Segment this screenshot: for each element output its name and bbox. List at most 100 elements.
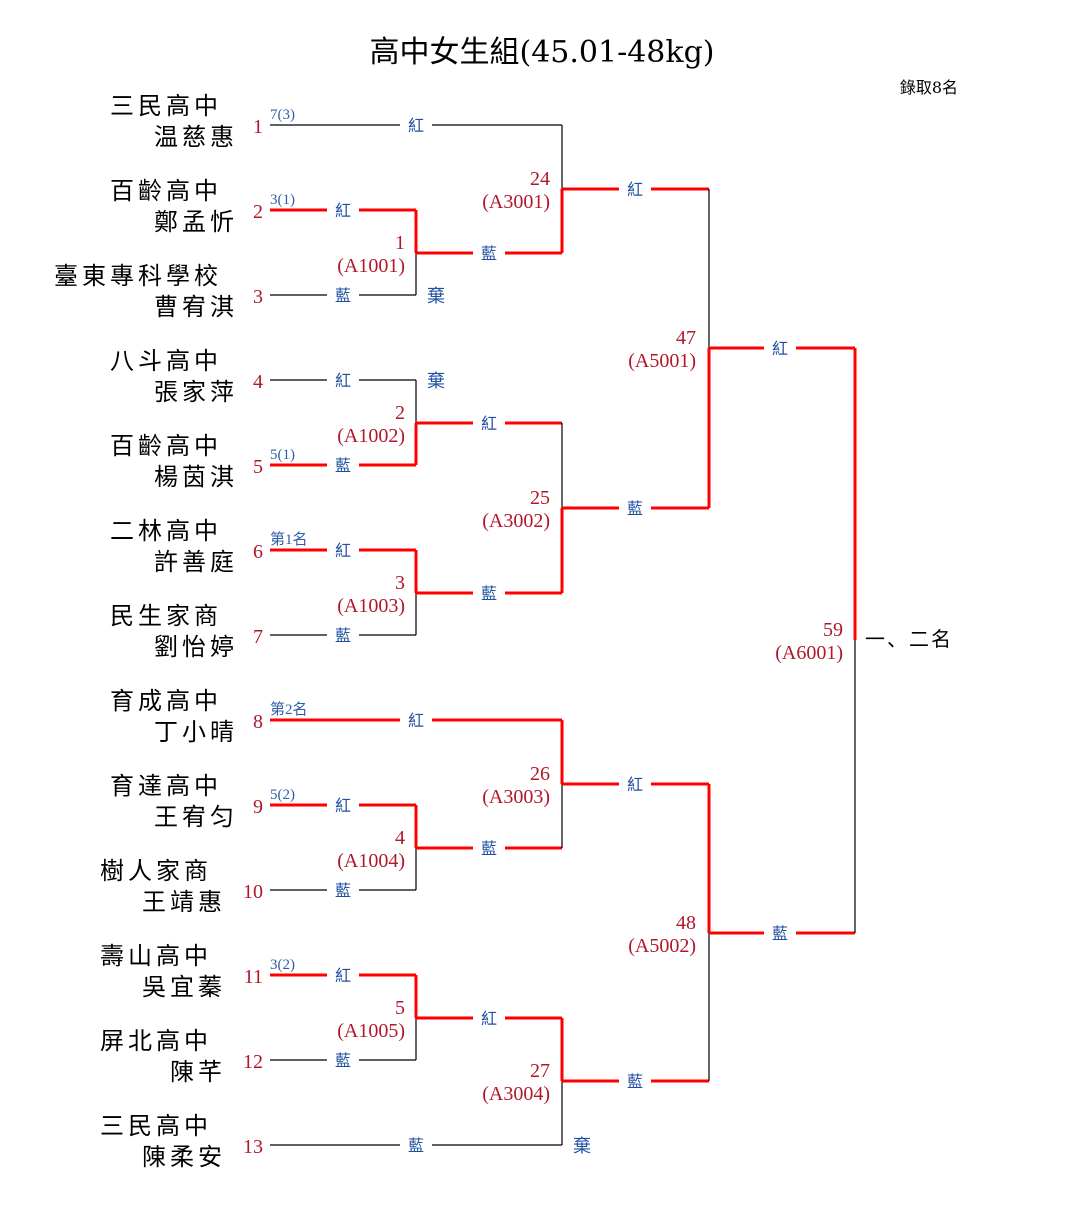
corner-label: 紅 [627,180,643,199]
entrant-number: 7 [253,626,263,648]
match-code: (A1002) [337,425,405,447]
forfeit-label: 棄 [573,1136,591,1157]
entrant-number: 11 [244,966,263,988]
corner-label: 藍 [481,584,497,603]
label-backdrop [764,924,796,946]
entrant-name: 王宥匀 [154,803,238,831]
quota-label: 錄取8名 [900,78,958,97]
match-code: (A1001) [337,255,405,277]
entrant-school: 壽山高中 [100,942,212,970]
corner-label: 紅 [408,711,424,730]
entrant-number: 3 [253,286,263,308]
entrant-name: 陳柔安 [142,1143,226,1171]
label-backdrop [764,339,796,361]
corner-label: 藍 [335,626,351,645]
corner-label: 藍 [627,1072,643,1091]
corner-label: 藍 [408,1136,424,1155]
entrant-school: 百齡高中 [110,177,222,205]
match-number: 25 [530,487,550,509]
corner-label: 紅 [335,371,351,390]
match-number: 3 [395,572,405,594]
label-backdrop [400,711,432,733]
entrant-school: 民生家商 [110,602,222,630]
entrant-name: 許善庭 [154,548,238,576]
corner-label: 藍 [627,499,643,518]
match-code: (A5001) [628,350,696,372]
entrant-seed: 第1名 [270,530,308,548]
match-code: (A5002) [628,935,696,957]
match-number: 47 [676,327,696,349]
entrant-number: 4 [253,371,263,393]
label-backdrop [400,1136,432,1158]
match-code: (A1005) [337,1020,405,1042]
label-backdrop [473,414,505,436]
match-number: 59 [823,619,843,641]
label-backdrop [327,201,359,223]
label-backdrop [327,881,359,903]
entrant-name: 吳宜蓁 [142,973,226,1001]
label-backdrop [619,775,651,797]
label-backdrop [327,286,359,308]
match-code: (A3004) [482,1083,550,1105]
entrant-seed: 7(3) [270,107,295,123]
match-number: 24 [530,168,550,190]
entrant-number: 5 [253,456,263,478]
entrant-name: 陳芊 [170,1058,226,1086]
corner-label: 藍 [772,924,788,943]
match-number: 5 [395,997,405,1019]
match-code: (A1004) [337,850,405,872]
corner-label: 紅 [408,116,424,135]
match-code: (A3003) [482,786,550,808]
corner-label: 藍 [481,244,497,263]
entrant-seed: 5(1) [270,447,295,463]
entrant-number: 9 [253,796,263,818]
entrant-school: 二林高中 [110,517,222,545]
entrant-seed: 第2名 [270,700,308,718]
entrant-name: 劉怡婷 [154,633,238,661]
entrant-school: 育成高中 [110,687,222,715]
entrant-school: 八斗高中 [110,347,222,375]
label-backdrop [327,966,359,988]
label-backdrop [473,839,505,861]
entrant-number: 12 [243,1051,263,1073]
corner-label: 藍 [335,1051,351,1070]
label-backdrop [473,1009,505,1031]
match-number: 27 [530,1060,550,1082]
label-backdrop [327,371,359,393]
label-backdrop [619,180,651,202]
label-backdrop [400,116,432,138]
label-backdrop [327,1051,359,1073]
label-backdrop [327,796,359,818]
label-backdrop [327,626,359,648]
match-number: 26 [530,763,550,785]
match-code: (A6001) [775,642,843,664]
label-backdrop [473,584,505,606]
corner-label: 紅 [335,541,351,560]
entrant-number: 1 [253,116,263,138]
entrant-name: 楊茵淇 [154,463,238,491]
corner-label: 紅 [335,796,351,815]
entrant-school: 育達高中 [110,772,222,800]
corner-label: 紅 [772,339,788,358]
entrant-school: 樹人家商 [100,857,212,885]
entrant-school: 三民高中 [100,1112,212,1140]
corner-label: 藍 [481,839,497,858]
entrant-seed: 5(2) [270,787,295,803]
entrant-name: 鄭孟忻 [154,208,238,236]
entrant-school: 屏北高中 [100,1027,212,1055]
label-backdrop [619,499,651,521]
label-backdrop [619,1072,651,1094]
entrant-school: 臺東專科學校 [54,262,222,290]
match-number: 2 [395,402,405,424]
entrant-number: 10 [243,881,263,903]
label-backdrop [473,244,505,266]
corner-label: 紅 [481,1009,497,1028]
match-code: (A3001) [482,191,550,213]
entrant-number: 2 [253,201,263,223]
entrant-name: 曹宥淇 [154,293,238,321]
match-code: (A3002) [482,510,550,532]
match-number: 48 [676,912,696,934]
bracket-title: 高中女生組(45.01-48kg) [370,35,715,70]
